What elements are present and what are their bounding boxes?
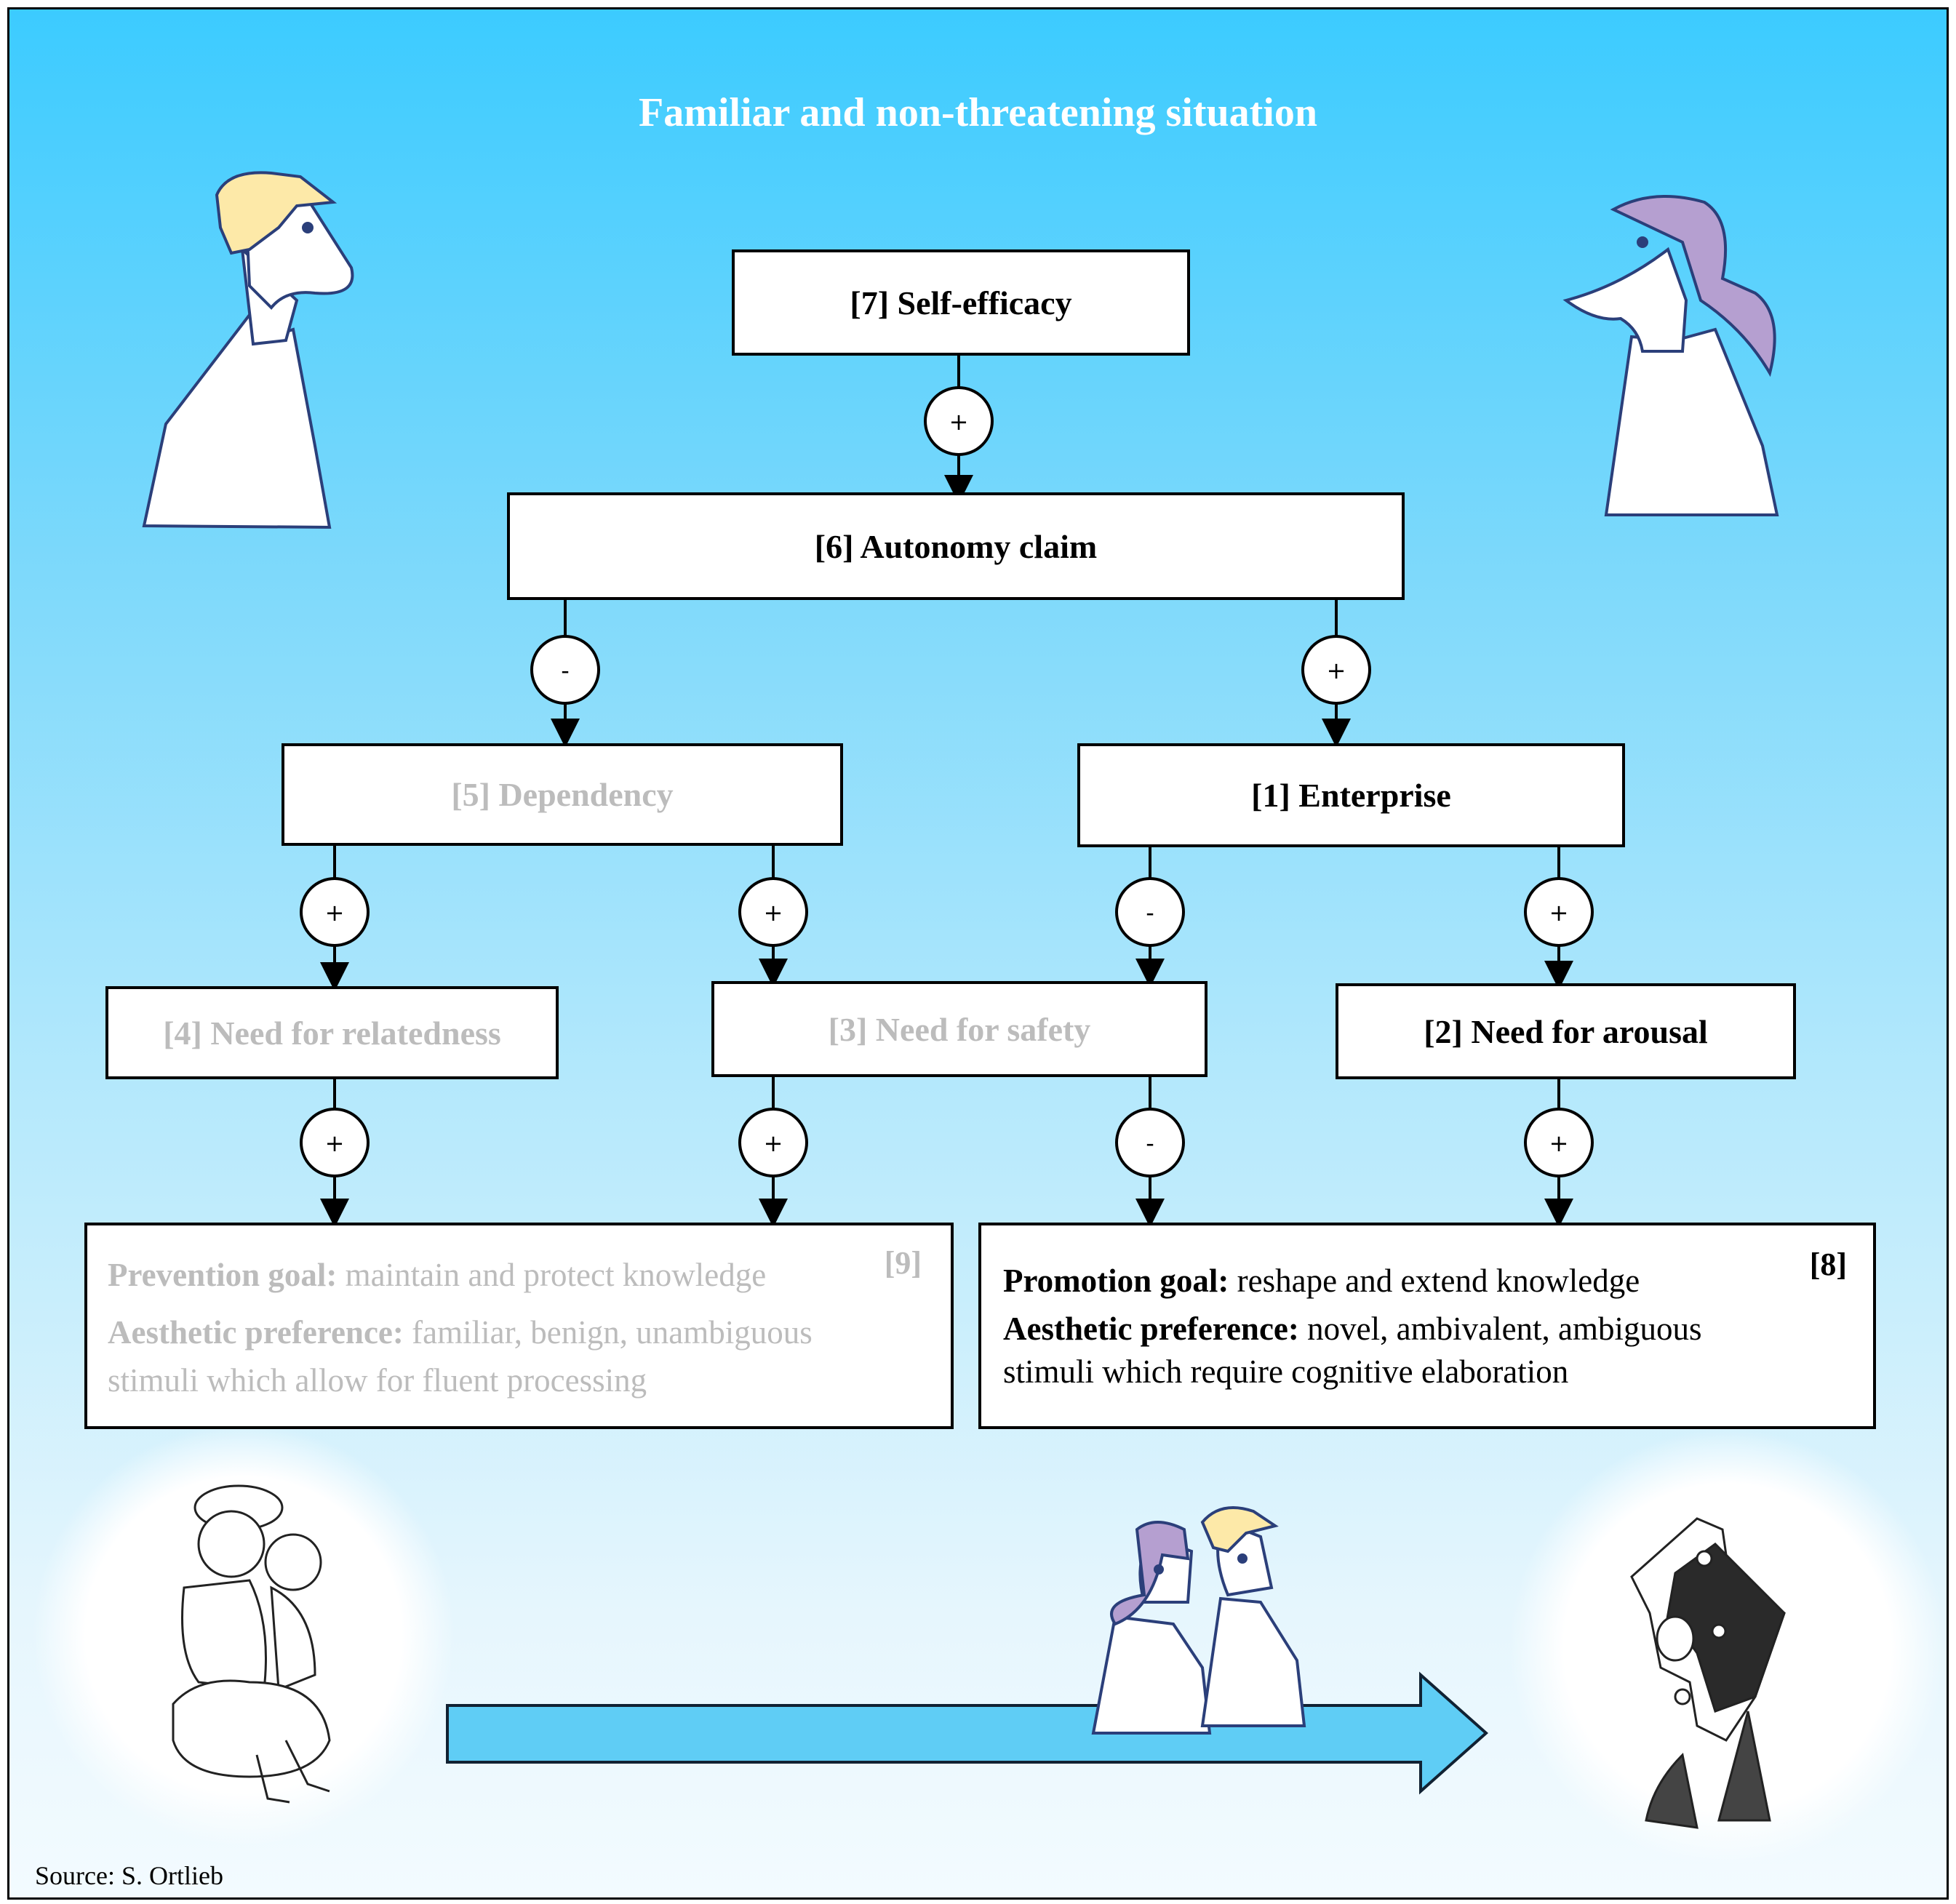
sign-2-8: + bbox=[1524, 1108, 1594, 1177]
node-need-for-relatedness: [4] Need for relatedness bbox=[105, 986, 559, 1079]
promotion-goal-line: Promotion goal: reshape and extend knowl… bbox=[1003, 1257, 1851, 1305]
sign-5-4: + bbox=[300, 877, 370, 947]
svg-text:+: + bbox=[1327, 657, 1346, 684]
promotion-goal-box: [8] Promotion goal: reshape and extend k… bbox=[978, 1223, 1876, 1429]
node-need-for-safety: [3] Need for safety bbox=[711, 981, 1207, 1077]
promotion-preference-label: Aesthetic preference: bbox=[1003, 1311, 1299, 1348]
sign-6-5: - bbox=[530, 635, 600, 705]
connectors-and-illustrations: + - + + + - + + + - + bbox=[33, 171, 1946, 1865]
sign-5-3: + bbox=[738, 877, 808, 947]
svg-text:-: - bbox=[561, 657, 570, 684]
sign-4-9: + bbox=[300, 1108, 370, 1177]
promotion-preference-line: Aesthetic preference: novel, ambivalent,… bbox=[1003, 1308, 1851, 1393]
prevention-preference-line: Aesthetic preference: familiar, benign, … bbox=[108, 1309, 930, 1404]
svg-text:+: + bbox=[764, 1129, 783, 1157]
svg-text:-: - bbox=[1146, 1129, 1154, 1157]
promotion-tag: [8] bbox=[1809, 1247, 1847, 1282]
prevention-preference-text: familiar, benign, unambiguous stimuli wh… bbox=[108, 1314, 813, 1399]
node-dependency: [5] Dependency bbox=[282, 743, 843, 846]
sign-3-9: + bbox=[738, 1108, 808, 1177]
woman-figure-right bbox=[1562, 195, 1779, 516]
svg-text:+: + bbox=[325, 1129, 345, 1157]
sign-1-2: + bbox=[1524, 877, 1594, 947]
sign-circles: + - + + + - + + + - + bbox=[300, 386, 1594, 1177]
node-autonomy-claim: [6] Autonomy claim bbox=[507, 492, 1405, 600]
diagram-title: Familiar and non-threatening situation bbox=[639, 90, 1317, 135]
svg-text:+: + bbox=[764, 899, 783, 927]
thinking-pair-figures bbox=[1091, 1506, 1306, 1735]
prevention-preference-label: Aesthetic preference: bbox=[108, 1314, 404, 1351]
children-drawing bbox=[172, 1484, 331, 1804]
diagram-frame: Familiar and non-threatening situation bbox=[7, 7, 1949, 1900]
node-enterprise: [1] Enterprise bbox=[1077, 743, 1625, 847]
sign-6-1: + bbox=[1301, 635, 1371, 705]
sign-1-3: - bbox=[1115, 877, 1185, 947]
svg-text:+: + bbox=[949, 408, 969, 436]
svg-text:+: + bbox=[1549, 1129, 1569, 1157]
mask-drawing bbox=[1630, 1517, 1786, 1829]
svg-text:+: + bbox=[325, 899, 345, 927]
promotion-goal-text: reshape and extend knowledge bbox=[1229, 1263, 1640, 1299]
prevention-goal-label: Prevention goal: bbox=[108, 1257, 338, 1293]
man-figure-left bbox=[142, 171, 354, 529]
prevention-goal-box: [9] Prevention goal: maintain and protec… bbox=[84, 1223, 954, 1429]
connector-lines bbox=[320, 356, 1573, 1228]
sign-7-6: + bbox=[924, 386, 994, 456]
prevention-goal-line: Prevention goal: maintain and protect kn… bbox=[108, 1252, 930, 1299]
source-caption: Source: S. Ortlieb bbox=[35, 1861, 223, 1890]
prevention-tag: [9] bbox=[884, 1245, 922, 1281]
svg-text:-: - bbox=[1146, 899, 1154, 927]
sign-3-8: - bbox=[1115, 1108, 1185, 1177]
progress-arrow bbox=[446, 1671, 1489, 1795]
promotion-preference-text: novel, ambivalent, ambiguous stimuli whi… bbox=[1003, 1311, 1702, 1390]
promotion-goal-label: Promotion goal: bbox=[1003, 1263, 1229, 1299]
prevention-goal-text: maintain and protect knowledge bbox=[337, 1257, 767, 1293]
svg-text:+: + bbox=[1549, 899, 1569, 927]
node-self-efficacy: [7] Self-efficacy bbox=[732, 249, 1190, 356]
node-need-for-arousal: [2] Need for arousal bbox=[1336, 983, 1796, 1079]
